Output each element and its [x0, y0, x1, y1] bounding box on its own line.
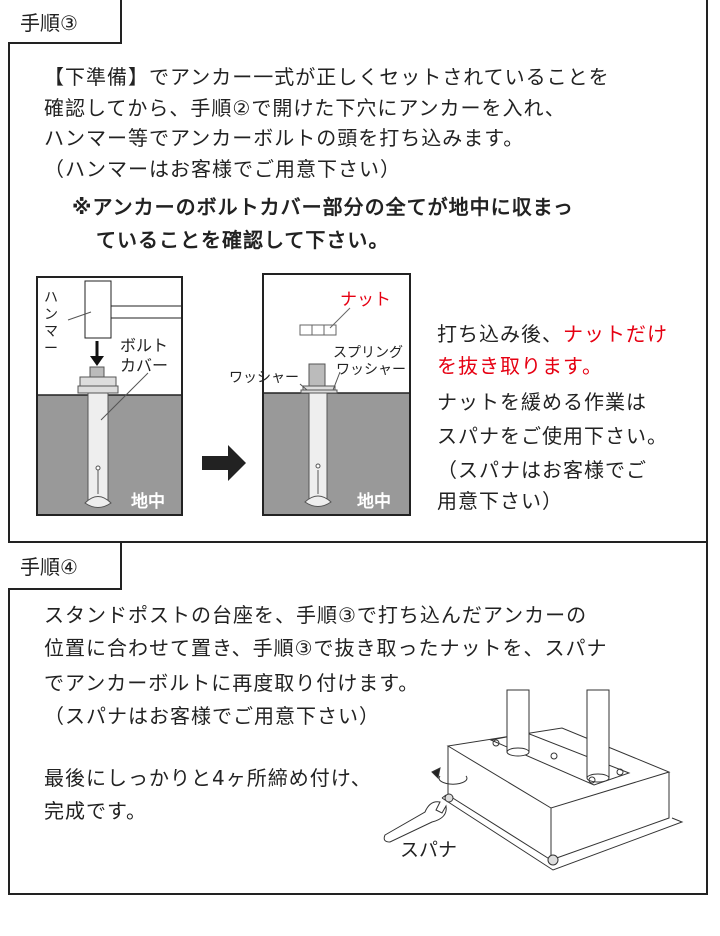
side-text: 用意下さい） — [437, 489, 563, 513]
step4-title: 手順④ — [8, 543, 122, 590]
step3-note: ていることを確認して下さい。 — [96, 228, 390, 252]
side-text: ナットを緩める作業は — [437, 390, 647, 414]
side-text: 打ち込み後、ナットだけ — [437, 318, 668, 347]
side-text-emphasis: ナットだけ — [563, 322, 668, 346]
step4-line: （スパナはお客様でご用意下さい） — [44, 704, 380, 728]
spring-washer-label: ワッシャー — [336, 362, 406, 378]
section-divider — [8, 541, 708, 543]
step3-title: 手順③ — [8, 0, 122, 44]
step4-final: 完成です。 — [44, 799, 147, 823]
step4-line: でアンカーボルトに再度取り付けます。 — [44, 671, 420, 695]
step4-line: スタンドポストの台座を、手順③で打ち込んだアンカーの — [44, 603, 588, 627]
ground-label: 地中 — [357, 492, 391, 512]
document-frame — [8, 0, 708, 895]
bolt-cover-label: ボルト — [120, 336, 169, 355]
ground-label: 地中 — [131, 492, 165, 512]
step3-line: 【下準備】でアンカー一式が正しくセットされていることを — [44, 65, 610, 89]
hammer-label: ハンマー — [44, 290, 58, 357]
step3-line: ハンマー等でアンカーボルトの頭を打ち込みます。 — [44, 126, 525, 150]
side-text-part: 打ち込み後、 — [437, 322, 563, 346]
step4-line: 位置に合わせて置き、手順③で抜き取ったナットを、スパナ — [44, 636, 608, 660]
bolt-cover-label: カバー — [120, 356, 169, 375]
step3-line: 確認してから、手順②で開けた下穴にアンカーを入れ、 — [44, 96, 566, 120]
spring-washer-label: スプリング — [333, 345, 403, 361]
step3-note: ※アンカーのボルトカバー部分の全てが地中に収まっ — [72, 195, 574, 219]
side-text: スパナをご使用下さい。 — [437, 424, 668, 448]
step3-line: （ハンマーはお客様でご用意下さい） — [44, 157, 401, 181]
side-text: （スパナはお客様でご — [437, 458, 647, 482]
washer-label: ワッシャー — [229, 370, 299, 386]
nut-label: ナット — [340, 290, 391, 310]
step4-final: 最後にしっかりと4ヶ所締め付け、 — [44, 766, 372, 790]
side-text-emphasis: を抜き取ります。 — [437, 354, 603, 378]
wrench-label: スパナ — [400, 839, 458, 861]
